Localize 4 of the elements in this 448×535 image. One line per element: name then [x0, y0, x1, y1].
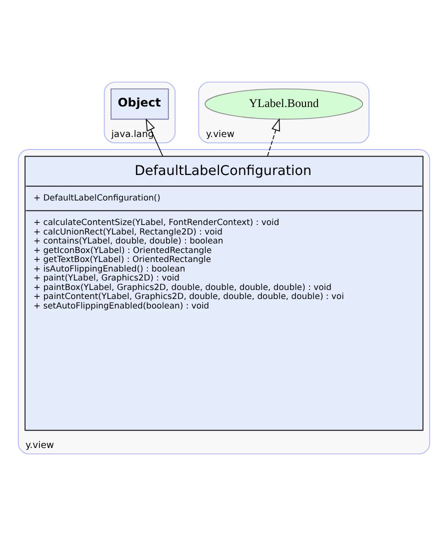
- node-ellipse: YLabel.Bound: [204, 88, 364, 120]
- arrow: [146, 118, 164, 156]
- node-box: Object: [110, 88, 169, 120]
- arrow: [267, 118, 280, 156]
